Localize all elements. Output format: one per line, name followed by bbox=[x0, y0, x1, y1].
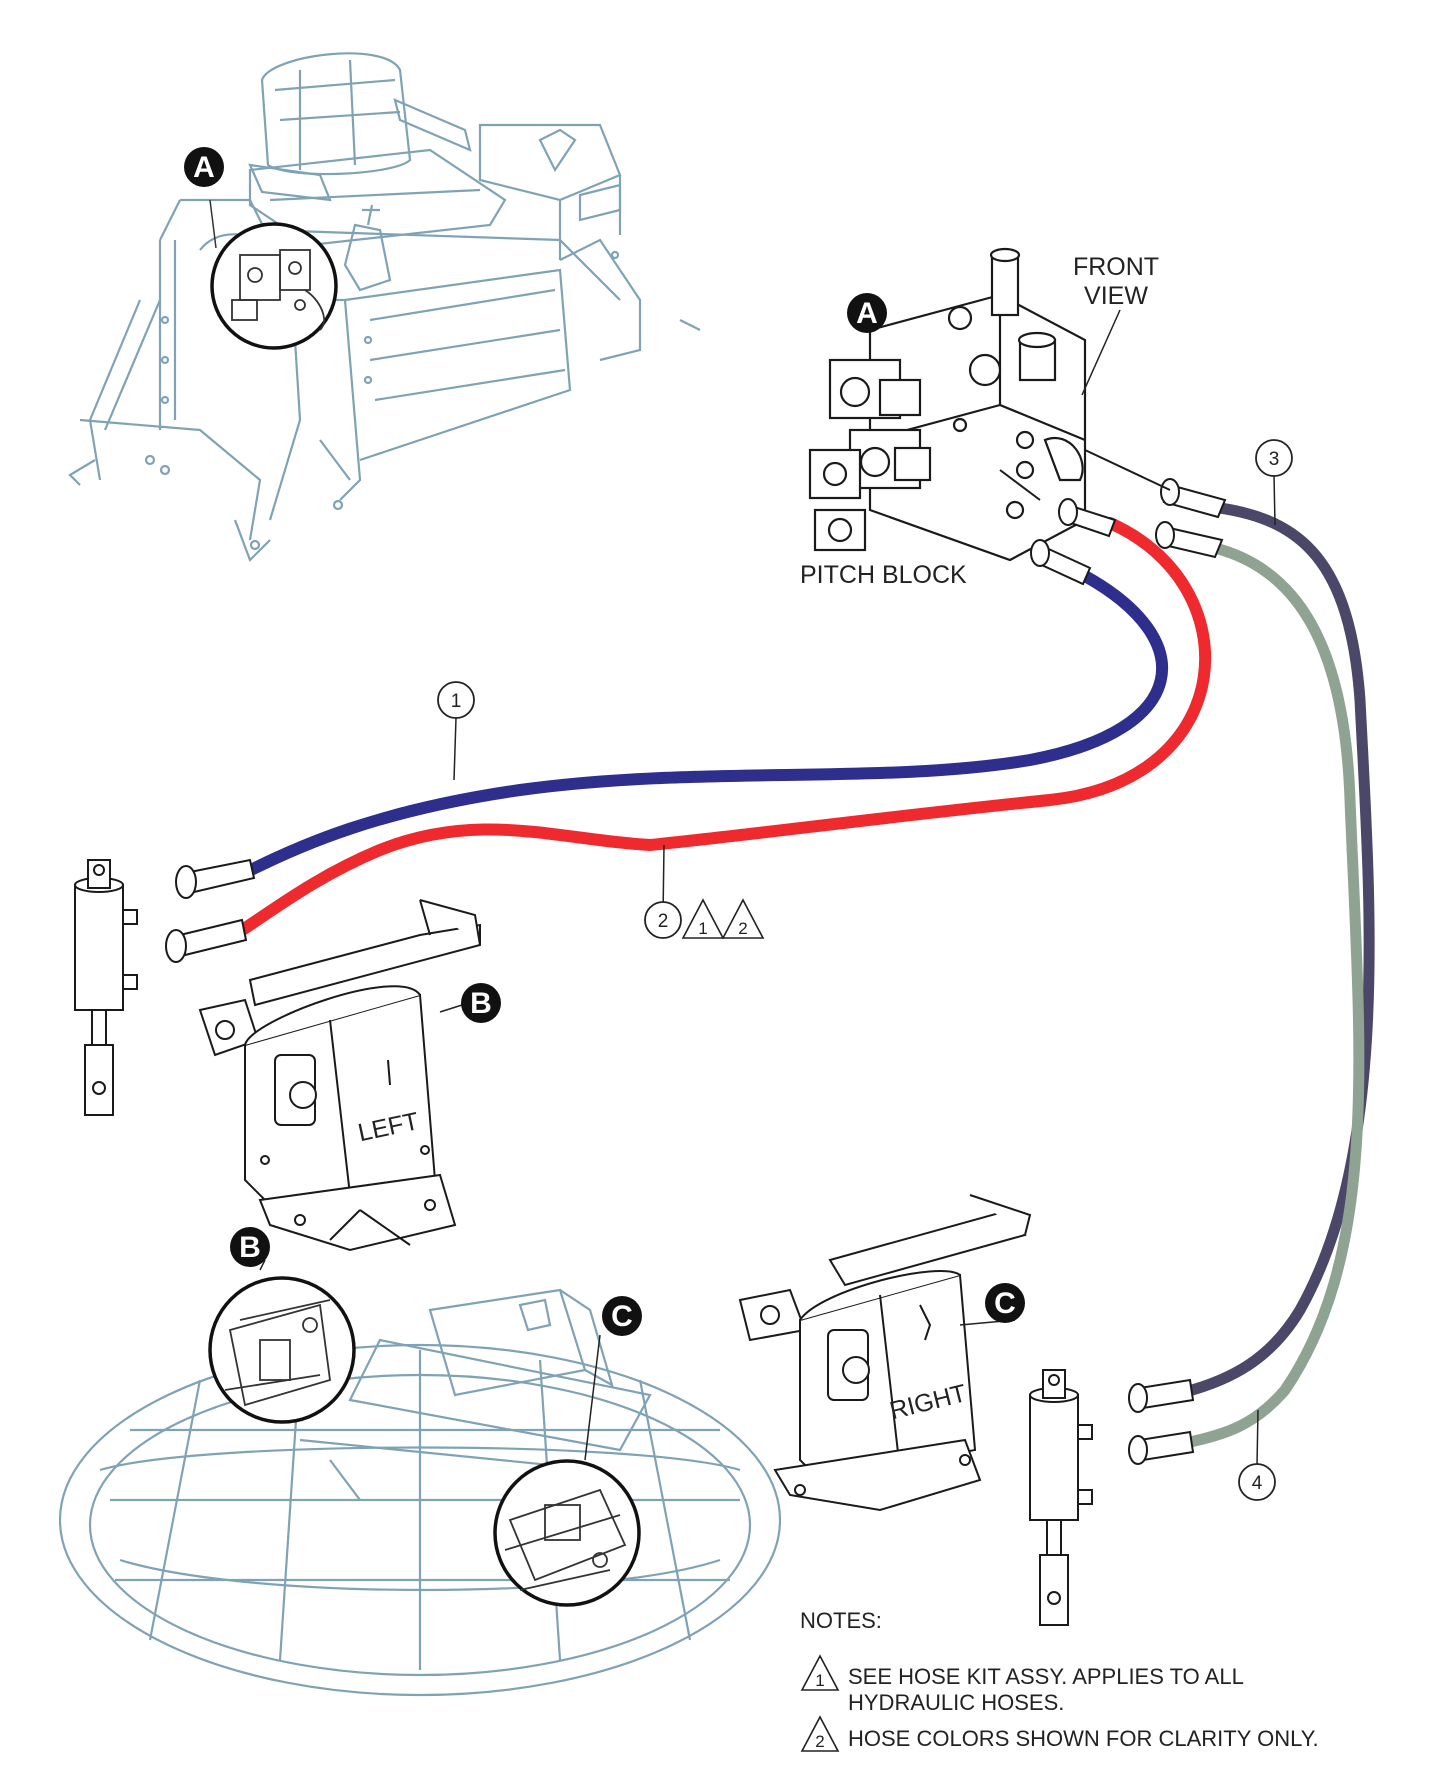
trowel-detail-circle-c bbox=[493, 1459, 641, 1607]
hose-4 bbox=[1179, 542, 1365, 1449]
hose-callout-4: 4 bbox=[1252, 1473, 1263, 1494]
hose-2-note-2: 2 bbox=[738, 919, 747, 938]
right-gearbox bbox=[738, 1194, 1032, 1512]
hose-callout-1: 1 bbox=[451, 691, 462, 712]
svg-text:B: B bbox=[239, 1231, 261, 1264]
callout-b-trowel: B bbox=[230, 1227, 270, 1271]
callout-a-pitch-block: A bbox=[847, 293, 887, 333]
trowel-base-overview bbox=[58, 1288, 782, 1697]
trowel-detail-circle-b bbox=[208, 1276, 356, 1424]
right-hydraulic-cylinder bbox=[1029, 1369, 1093, 1626]
hose-2-note-1: 1 bbox=[698, 919, 707, 938]
note-1-line2: HYDRAULIC HOSES. bbox=[848, 1690, 1065, 1715]
hose-callout-3: 3 bbox=[1269, 449, 1280, 470]
svg-text:C: C bbox=[611, 1300, 633, 1333]
note-2-line1: HOSE COLORS SHOWN FOR CLARITY ONLY. bbox=[848, 1726, 1319, 1751]
callout-a-top-left: A bbox=[184, 147, 224, 187]
callout-c-right-gearbox: C bbox=[959, 1283, 1025, 1326]
left-hydraulic-cylinder bbox=[74, 859, 138, 1116]
callout-c-trowel: C bbox=[584, 1296, 642, 1461]
machine-detail-circle-a bbox=[209, 199, 338, 350]
note-1-line1: SEE HOSE KIT ASSY. APPLIES TO ALL bbox=[848, 1664, 1244, 1689]
pitch-block-label: PITCH BLOCK bbox=[800, 561, 967, 589]
left-gearbox bbox=[198, 899, 481, 1252]
svg-text:C: C bbox=[994, 1287, 1016, 1320]
callout-b-left-gearbox: B bbox=[439, 983, 501, 1023]
right-cylinder-fittings bbox=[1128, 1378, 1195, 1465]
pitch-block bbox=[808, 247, 1087, 562]
front-view-label-line2: VIEW bbox=[1084, 282, 1148, 310]
hoses bbox=[229, 502, 1375, 1449]
notes-heading: NOTES: bbox=[800, 1608, 882, 1633]
front-view-label-line1: FRONT bbox=[1073, 253, 1159, 281]
note-1-symbol: 1 bbox=[815, 1671, 824, 1690]
note-2-symbol: 2 bbox=[815, 1732, 824, 1751]
hose-callout-2: 2 bbox=[658, 911, 669, 932]
left-cylinder-fittings bbox=[165, 858, 256, 963]
hose-1 bbox=[239, 570, 1169, 879]
svg-text:A: A bbox=[856, 297, 878, 330]
notes-symbols: 1 2 bbox=[800, 1654, 840, 1752]
hose-callouts: 1 2 1 2 3 4 bbox=[437, 439, 1293, 1501]
hose-3 bbox=[1179, 502, 1375, 1398]
machine-seat-overview bbox=[68, 52, 701, 562]
pitch-block-fittings bbox=[999, 449, 1227, 586]
svg-text:A: A bbox=[193, 151, 215, 184]
svg-text:B: B bbox=[470, 987, 492, 1020]
hose-2 bbox=[229, 517, 1212, 941]
front-view-leader bbox=[1081, 309, 1121, 396]
